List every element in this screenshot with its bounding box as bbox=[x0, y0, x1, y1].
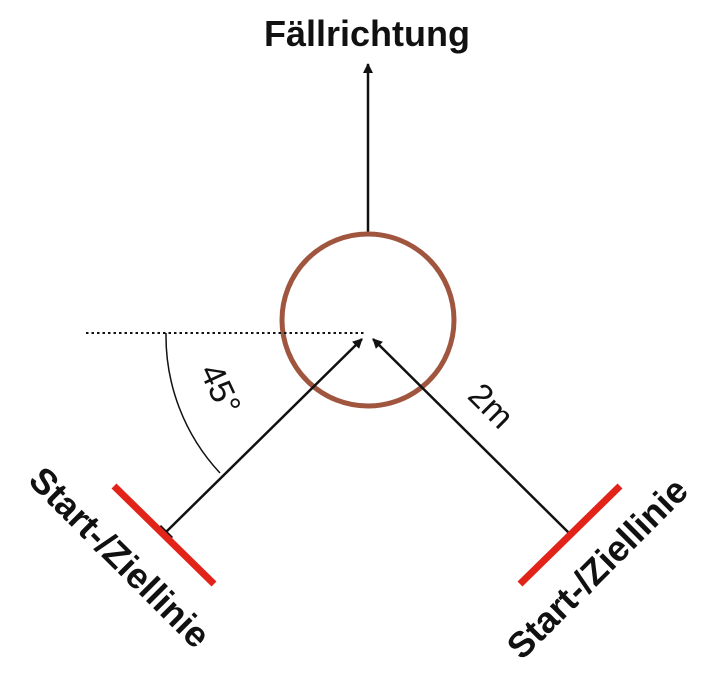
start-finish-line-left bbox=[111, 483, 217, 587]
start-finish-line-right bbox=[517, 483, 623, 587]
angle-label: 45° bbox=[192, 358, 248, 421]
distance-label: 2m bbox=[461, 376, 521, 436]
angle-arc bbox=[165, 332, 221, 474]
tree-trunk-circle bbox=[279, 231, 457, 409]
diagram-title: Fällrichtung bbox=[264, 13, 470, 54]
left-measurement-arrow bbox=[165, 338, 363, 533]
start-finish-label-right: Start-/Ziellinie bbox=[499, 470, 696, 667]
right-measurement-arrow bbox=[372, 338, 571, 535]
